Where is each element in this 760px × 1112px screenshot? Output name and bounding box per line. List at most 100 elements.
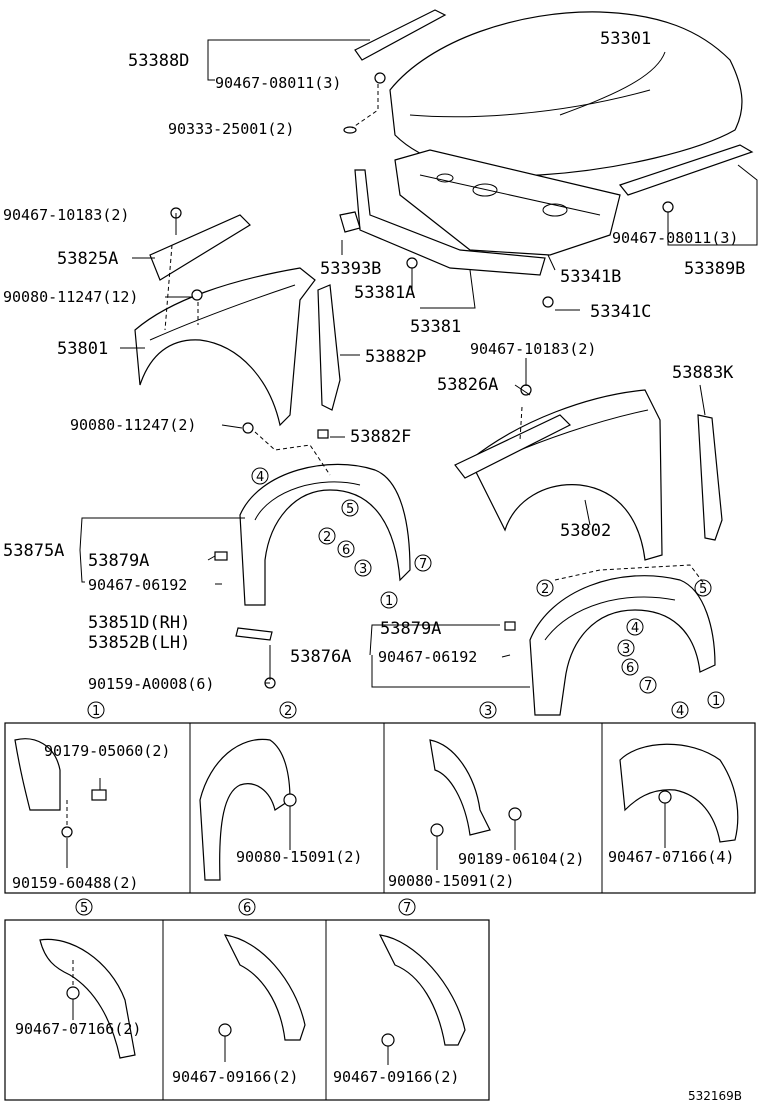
callout-6-right: 6 [621, 658, 639, 676]
detail-5-label-a: 90467-07166(2) [15, 1020, 141, 1038]
svg-text:5: 5 [699, 582, 707, 597]
label-53851d: 53851D(RH) [88, 613, 190, 633]
detail-6-label-a: 90467-09166(2) [172, 1068, 298, 1086]
callout-4-right: 4 [626, 618, 644, 636]
detail-title-7: 7 [398, 898, 416, 916]
detail-title-4: 4 [671, 701, 689, 719]
fender-liner-bar-53826a [454, 414, 572, 479]
label-90467-08011-a: 90467-08011(3) [215, 74, 341, 92]
callout-1-left: 1 [380, 591, 398, 609]
label-53876a: 53876A [290, 647, 351, 667]
label-90159-a0008: 90159-A0008(6) [88, 675, 214, 693]
label-53381: 53381 [410, 317, 461, 337]
label-53879a-a: 53879A [88, 551, 149, 571]
label-53388d: 53388D [128, 51, 189, 71]
label-53393b: 53393B [320, 259, 381, 279]
svg-text:7: 7 [419, 557, 427, 572]
label-53802: 53802 [560, 521, 611, 541]
hood-inner-panel [394, 149, 621, 256]
detail-row-1: 1 2 3 4 90179-05060(2) 90159-60488(2) 90… [4, 701, 756, 894]
svg-text:7: 7 [644, 679, 652, 694]
label-90467-10183-a: 90467-10183(2) [3, 206, 129, 224]
part-labels: 53301 53388D 90467-08011(3) 90333-25001(… [3, 29, 745, 693]
svg-text:1: 1 [92, 704, 100, 719]
svg-text:2: 2 [541, 582, 549, 597]
label-53301: 53301 [600, 29, 651, 49]
callout-1-right: 1 [707, 691, 725, 709]
svg-text:1: 1 [385, 594, 393, 609]
reference-code: 532169B [688, 1089, 742, 1103]
svg-text:4: 4 [676, 704, 684, 719]
callout-5-right: 5 [694, 579, 712, 597]
svg-text:3: 3 [484, 704, 492, 719]
callouts-main: 4 5 2 6 3 7 1 2 5 4 3 6 7 1 [251, 467, 725, 709]
svg-text:5: 5 [346, 502, 354, 517]
liner-53876a [529, 575, 716, 716]
label-53389b: 53389B [684, 259, 745, 279]
callout-4-left: 4 [251, 467, 269, 485]
detail-title-2: 2 [279, 701, 297, 719]
svg-text:4: 4 [256, 470, 264, 485]
detail-3-label-b: 90080-15091(2) [388, 872, 514, 890]
svg-text:3: 3 [622, 642, 630, 657]
label-53341b: 53341B [560, 267, 621, 287]
svg-text:2: 2 [284, 704, 292, 719]
callout-2-right: 2 [536, 579, 554, 597]
fender-seal-53883k [697, 414, 723, 541]
label-53875a: 53875A [3, 541, 64, 561]
svg-text:1: 1 [712, 694, 720, 709]
fender-liner-bar-53825a [149, 214, 251, 281]
label-90467-08011-b: 90467-08011(3) [612, 229, 738, 247]
label-53825a: 53825A [57, 249, 118, 269]
svg-text:6: 6 [342, 543, 350, 558]
fender-53801 [134, 267, 316, 427]
callout-7-left: 7 [414, 554, 432, 572]
hood-weatherstrip-right [618, 144, 754, 196]
bracket-53393b [339, 211, 361, 233]
label-53826a: 53826A [437, 375, 498, 395]
callout-6-left: 6 [337, 540, 355, 558]
label-53883k: 53883K [672, 363, 734, 383]
label-53882p: 53882P [365, 347, 426, 367]
label-90333-25001: 90333-25001(2) [168, 120, 294, 138]
detail-title-6: 6 [238, 898, 256, 916]
callout-3-left: 3 [354, 559, 372, 577]
label-53801: 53801 [57, 339, 108, 359]
callout-7-right: 7 [639, 676, 657, 694]
label-53852b: 53852B(LH) [88, 633, 190, 653]
callout-3-right: 3 [617, 639, 635, 657]
detail-title-1: 1 [87, 701, 105, 719]
label-53882f: 53882F [350, 427, 411, 447]
liner-53875a [239, 463, 411, 606]
brackets-lower [170, 207, 532, 689]
detail-title-5: 5 [75, 898, 93, 916]
callout-2-left: 2 [318, 527, 336, 545]
detail-row-2: 5 6 7 90467-07166(2) 90467-09166(2) 9046… [4, 898, 490, 1101]
detail-1-label-a: 90179-05060(2) [44, 742, 170, 760]
leader-lines [79, 39, 758, 688]
label-90080-11247-12: 90080-11247(12) [3, 288, 138, 306]
detail-title-3: 3 [479, 701, 497, 719]
detail-3-label-a: 90189-06104(2) [458, 850, 584, 868]
hood-weatherstrip-left [354, 9, 447, 61]
callout-5-left: 5 [341, 499, 359, 517]
detail-2-label-a: 90080-15091(2) [236, 848, 362, 866]
label-90467-10183-b: 90467-10183(2) [470, 340, 596, 358]
svg-text:4: 4 [631, 621, 639, 636]
hood-front-seal [354, 169, 546, 276]
svg-text:7: 7 [403, 901, 411, 916]
svg-text:5: 5 [80, 901, 88, 916]
detail-4-label-a: 90467-07166(4) [608, 848, 734, 866]
svg-text:2: 2 [323, 530, 331, 545]
svg-text:6: 6 [243, 901, 251, 916]
label-53341c: 53341C [590, 302, 651, 322]
svg-text:6: 6 [626, 661, 634, 676]
label-53381a: 53381A [354, 283, 415, 303]
svg-text:3: 3 [359, 562, 367, 577]
label-90467-06192-a: 90467-06192 [88, 576, 187, 594]
pad-53882f [317, 429, 329, 439]
fender-seal-53882p [317, 284, 341, 411]
detail-1-label-b: 90159-60488(2) [12, 874, 138, 892]
hood-panel [389, 11, 743, 176]
